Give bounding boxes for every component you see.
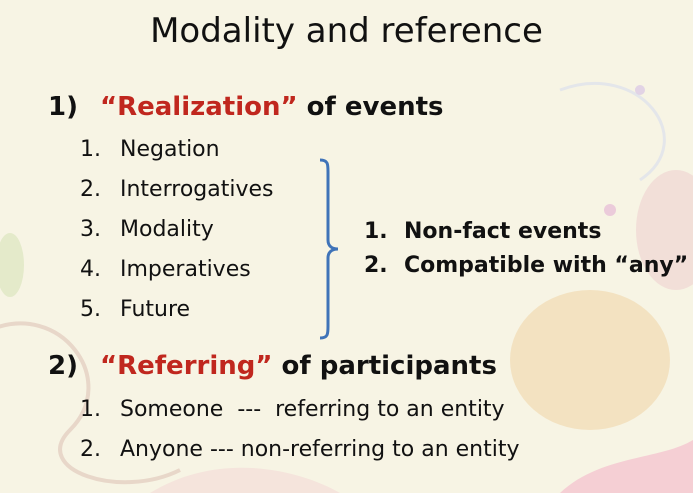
list-item: 5. Future: [80, 297, 190, 322]
item-text: Modality: [120, 217, 214, 242]
list-item: 1. Someone --- referring to an entity: [80, 397, 505, 422]
item-number: 1.: [80, 137, 101, 162]
item-number: 2.: [80, 437, 101, 462]
section-heading-realization: 1) “Realization” of events: [48, 92, 444, 122]
item-number: 1.: [80, 397, 101, 422]
list-item: 2. Anyone --- non-referring to an entity: [80, 437, 520, 462]
section-number: 1): [48, 92, 78, 122]
section-number: 2): [48, 351, 78, 381]
list-item: 1. Negation: [80, 137, 220, 162]
item-text: Future: [120, 297, 191, 322]
item-number: 3.: [80, 217, 101, 242]
item-number: 2.: [364, 253, 388, 278]
item-number: 2.: [80, 177, 101, 202]
list-item: 4. Imperatives: [80, 257, 251, 282]
section-heading-rest: of events: [297, 92, 444, 122]
item-number: 4.: [80, 257, 101, 282]
quoted-term: “Referring”: [100, 351, 273, 381]
item-text: Someone --- referring to an entity: [120, 397, 505, 422]
section-heading-referring: 2) “Referring” of participants: [48, 351, 497, 381]
item-number: 1.: [364, 219, 388, 244]
item-text: Anyone --- non-referring to an entity: [120, 437, 520, 462]
brace-item: 1. Non-fact events: [364, 219, 601, 244]
item-text: Non-fact events: [404, 219, 602, 244]
list-item: 3. Modality: [80, 217, 214, 242]
slide-title: Modality and reference: [150, 11, 543, 51]
item-text: Imperatives: [120, 257, 251, 282]
list-item: 2. Interrogatives: [80, 177, 273, 202]
item-text: Interrogatives: [120, 177, 274, 202]
brace-item: 2. Compatible with “any”: [364, 253, 688, 278]
section-heading-rest: of participants: [272, 351, 497, 381]
item-text: Compatible with “any”: [404, 253, 689, 278]
item-number: 5.: [80, 297, 101, 322]
item-text: Negation: [120, 137, 220, 162]
quoted-term: “Realization”: [100, 92, 298, 122]
right-brace: [319, 158, 339, 340]
